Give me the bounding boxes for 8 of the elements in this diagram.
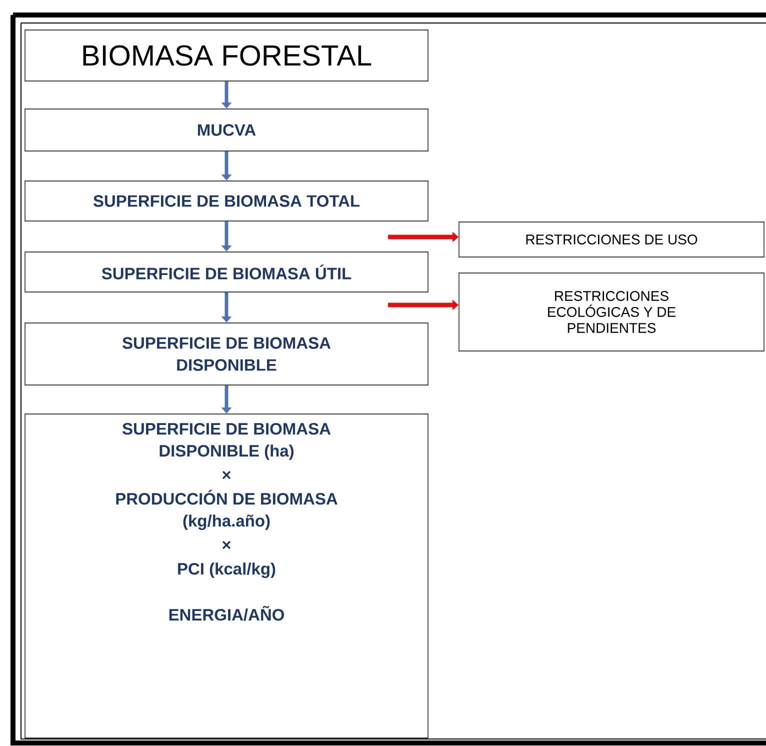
title-box: BIOMASA FORESTAL <box>24 30 428 82</box>
restriction-box: RESTRICCIONES DE USO <box>458 222 764 258</box>
formula-box: SUPERFICIE DE BIOMASA DISPONIBLE (ha) × PRODUCCIÓN DE BIOMASA (kg/ha.año) × PCI (kcal/kg) ENERGIA/AÑO <box>24 414 428 738</box>
restriction-box: RESTRICCIONES ECOLÓGICAS Y DE PENDIENTES <box>458 272 764 352</box>
process-box: SUPERFICIE DE BIOMASA ÚTIL <box>24 252 428 292</box>
process-box: SUPERFICIE DE BIOMASA DISPONIBLE <box>24 322 428 386</box>
process-box: MUCVA <box>24 108 428 152</box>
process-box: SUPERFICIE DE BIOMASA TOTAL <box>24 180 428 222</box>
